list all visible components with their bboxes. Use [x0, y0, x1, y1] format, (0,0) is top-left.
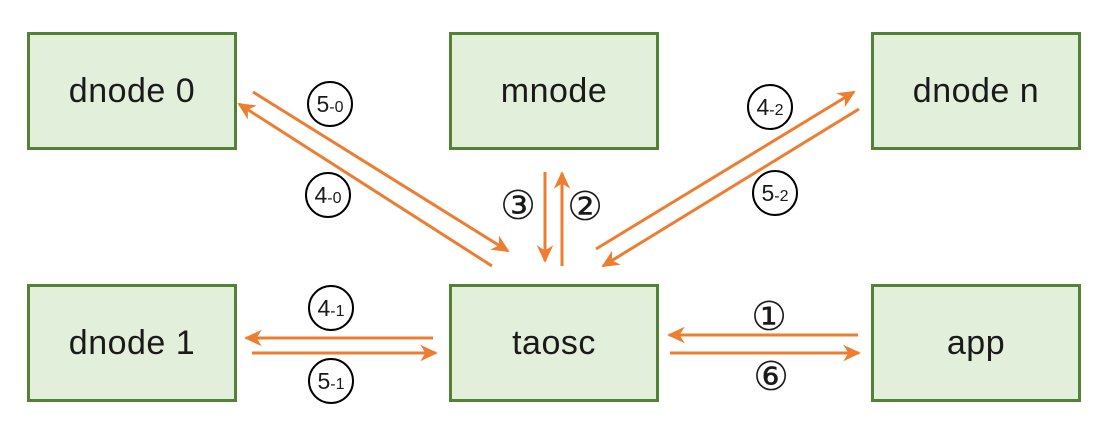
edge-label-4-0-text: 4-0 — [314, 181, 342, 208]
edge-taosc-to-dnode0 — [237, 102, 493, 268]
node-dnode1-label: dnode 1 — [68, 323, 196, 362]
node-dnoden: dnode n — [871, 32, 1081, 150]
edge-label-step6: ⑥ — [753, 354, 789, 400]
edge-label-5-1: 5-1 — [308, 358, 354, 404]
node-dnode1: dnode 1 — [27, 284, 237, 402]
edge-label-5-2-text: 5-2 — [761, 179, 789, 206]
node-dnode0: dnode 0 — [27, 32, 237, 150]
node-taosc: taosc — [449, 284, 659, 402]
edge-label-4-1-text: 4-1 — [317, 294, 345, 321]
node-dnode0-label: dnode 0 — [68, 71, 196, 110]
edge-label-4-1: 4-1 — [308, 285, 354, 331]
edge-label-5-2: 5-2 — [752, 170, 798, 216]
edge-label-5-0-text: 5-0 — [316, 90, 344, 117]
edge-label-4-0: 4-0 — [305, 172, 351, 218]
edge-label-5-0: 5-0 — [307, 81, 353, 127]
edge-label-step2: ② — [567, 184, 603, 230]
node-mnode-label: mnode — [500, 71, 608, 110]
edge-label-step1: ① — [751, 294, 787, 340]
edge-dnoden-to-taosc — [601, 107, 860, 268]
node-dnoden-label: dnode n — [912, 71, 1040, 110]
edge-label-4-2: 4-2 — [747, 84, 793, 130]
edge-label-step3: ③ — [500, 183, 536, 229]
edge-label-4-2-text: 4-2 — [756, 93, 784, 120]
node-mnode: mnode — [449, 32, 659, 150]
edge-dnode0-to-taosc — [252, 90, 510, 253]
edge-label-5-1-text: 5-1 — [317, 367, 345, 394]
node-taosc-label: taosc — [512, 323, 596, 362]
edge-taosc-to-dnoden — [595, 90, 856, 251]
node-app-label: app — [946, 323, 1006, 362]
node-app: app — [871, 284, 1081, 402]
